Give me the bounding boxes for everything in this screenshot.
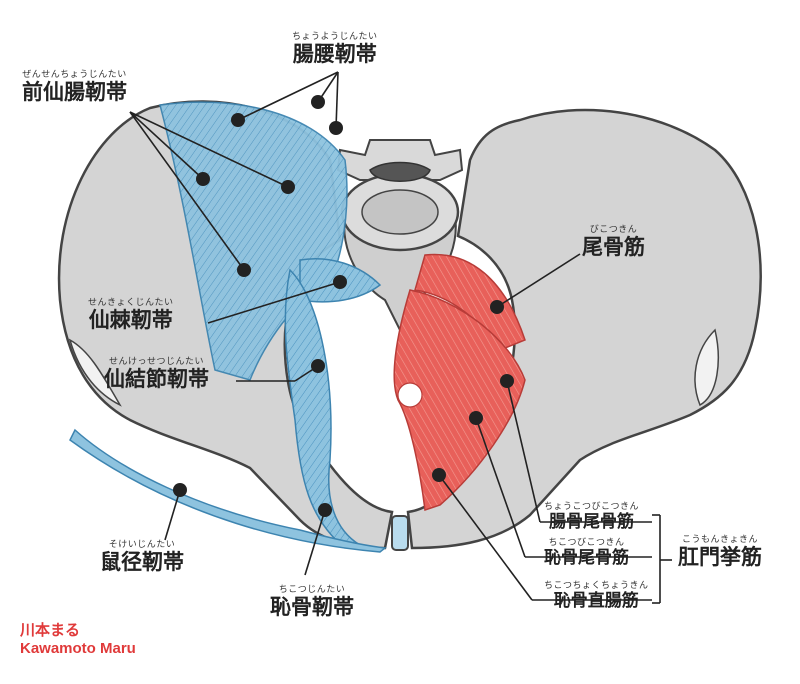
artist-credit: 川本まる Kawamoto Maru — [20, 622, 136, 658]
label-text: 鼠径靭帯 — [100, 550, 184, 574]
furigana: ちこつちょくちょうきん — [544, 581, 649, 591]
furigana: そけいじんたい — [108, 540, 176, 550]
label-text: 恥骨直腸筋 — [553, 591, 639, 611]
label-text: 仙棘靭帯 — [88, 308, 173, 332]
label-text: 恥骨靭帯 — [270, 595, 354, 619]
furigana: ちこつびこつきん — [548, 538, 625, 548]
furigana: びこつきん — [589, 225, 638, 235]
furigana: ちこつじんたい — [278, 585, 346, 595]
leader-lines — [129, 71, 672, 604]
furigana: こうもんきょきん — [681, 535, 758, 545]
label-sacrospinous-ligament: せんきょくじんたい 仙棘靭帯 — [88, 298, 174, 332]
label-pubococcygeus: ちこつびこつきん 恥骨尾骨筋 — [544, 538, 629, 568]
label-inguinal-ligament: そけいじんたい 鼠径靭帯 — [100, 540, 184, 574]
credit-romaji: Kawamoto Maru — [20, 640, 136, 657]
label-anterior-sacroiliac-ligament: ぜんせんちょうじんたい 前仙腸靭帯 — [22, 70, 127, 104]
furigana: せんけっせつじんたい — [108, 357, 204, 367]
label-iliolumbar-ligament: ちょうようじんたい 腸腰靭帯 — [292, 32, 378, 66]
label-sacrotuberous-ligament: せんけっせつじんたい 仙結節靭帯 — [104, 357, 209, 391]
label-iliococcygeus: ちょうこつびこつきん 腸骨尾骨筋 — [544, 502, 639, 532]
pubic-symphysis — [391, 515, 409, 551]
credit-japanese: 川本まる — [20, 622, 81, 639]
label-text: 腸骨尾骨筋 — [549, 512, 634, 532]
label-puborectalis: ちこつちょくちょうきん 恥骨直腸筋 — [544, 581, 649, 611]
label-coccygeus: びこつきん 尾骨筋 — [582, 225, 645, 259]
marker-dots — [173, 95, 514, 517]
furigana: ぜんせんちょうじんたい — [22, 70, 127, 80]
vertebra — [336, 139, 464, 252]
label-pubic-ligament: ちこつじんたい 恥骨靭帯 — [270, 585, 354, 619]
label-text: 前仙腸靭帯 — [22, 80, 127, 104]
inguinal-ligament — [69, 428, 387, 553]
label-text: 仙結節靭帯 — [104, 367, 209, 391]
label-text: 腸腰靭帯 — [292, 42, 377, 66]
furigana: ちょうようじんたい — [292, 32, 378, 42]
furigana: せんきょくじんたい — [88, 298, 174, 308]
label-text: 尾骨筋 — [582, 235, 645, 259]
label-text: 肛門挙筋 — [678, 545, 762, 569]
label-text: 恥骨尾骨筋 — [544, 548, 629, 568]
furigana: ちょうこつびこつきん — [544, 502, 640, 512]
label-levator-ani: こうもんきょきん 肛門挙筋 — [678, 535, 762, 569]
coccygeus-muscle — [414, 253, 526, 351]
levator-ani-muscle — [393, 289, 526, 512]
